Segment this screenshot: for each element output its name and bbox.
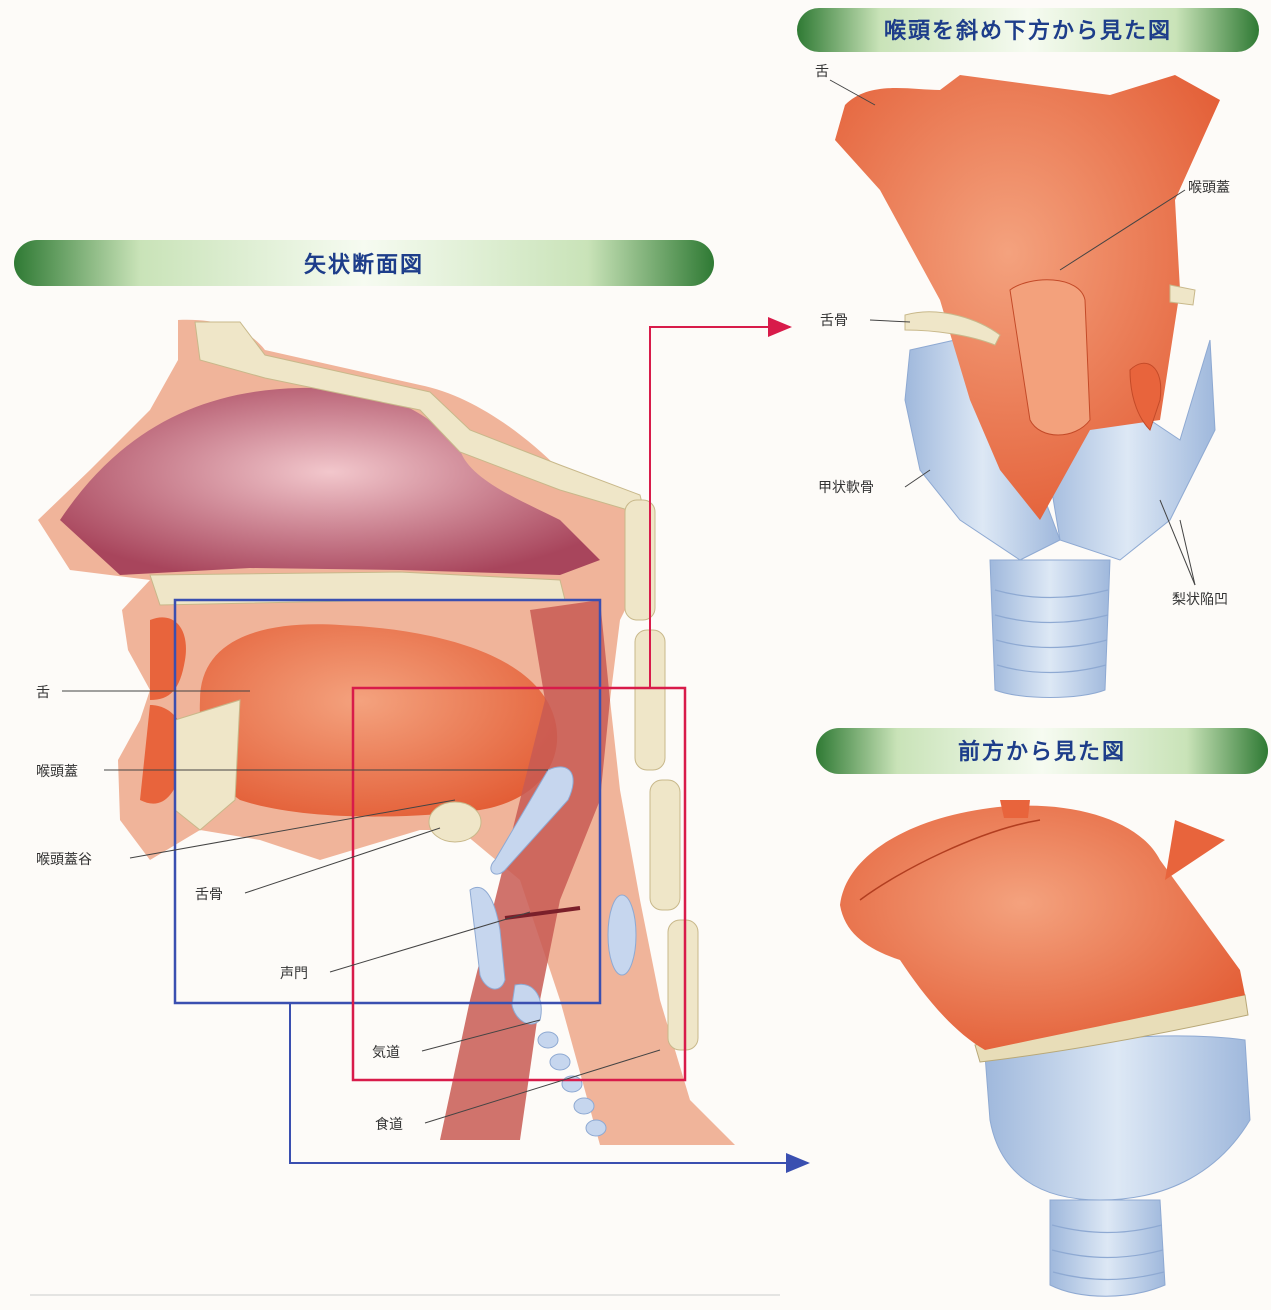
banner-sagittal-title: 矢状断面図 [304, 252, 424, 278]
arytenoid-shape [608, 895, 636, 975]
label-epiglottis: 喉頭蓋 [36, 764, 78, 780]
label-esophagus: 食道 [375, 1116, 403, 1133]
hyoid-bone [429, 802, 481, 842]
sagittal-section-illustration [38, 320, 808, 1163]
label-glottis: 声門 [280, 966, 308, 982]
banner-sagittal: 矢状断面図 [14, 240, 714, 286]
oblique-label-hyoid: 舌骨 [820, 313, 848, 329]
red-arrow [650, 327, 790, 688]
label-vallecula: 喉頭蓋谷 [36, 852, 92, 868]
label-hyoid: 舌骨 [195, 887, 223, 903]
blue-arrow [290, 1003, 808, 1163]
label-tongue: 舌 [36, 685, 50, 701]
front-thyroid-cartilage [985, 1036, 1250, 1200]
oblique-larynx-illustration [835, 75, 1220, 698]
banner-front: 前方から見た図 [816, 728, 1268, 774]
banner-front-title: 前方から見た図 [958, 739, 1126, 765]
oblique-label-piriform-recess: 梨状陥凹 [1172, 591, 1228, 608]
oblique-trachea [990, 560, 1110, 698]
banner-oblique: 喉頭を斜め下方から見た図 [797, 8, 1259, 52]
front-larynx-illustration [840, 800, 1250, 1296]
banner-oblique-title: 喉頭を斜め下方から見た図 [884, 18, 1172, 44]
oblique-label-tongue: 舌 [815, 64, 829, 80]
oblique-label-thyroid-cartilage: 甲状軟骨 [818, 480, 874, 496]
label-trachea: 気道 [372, 1045, 400, 1061]
oblique-label-epiglottis: 喉頭蓋 [1188, 180, 1230, 196]
front-trachea [1050, 1200, 1165, 1296]
